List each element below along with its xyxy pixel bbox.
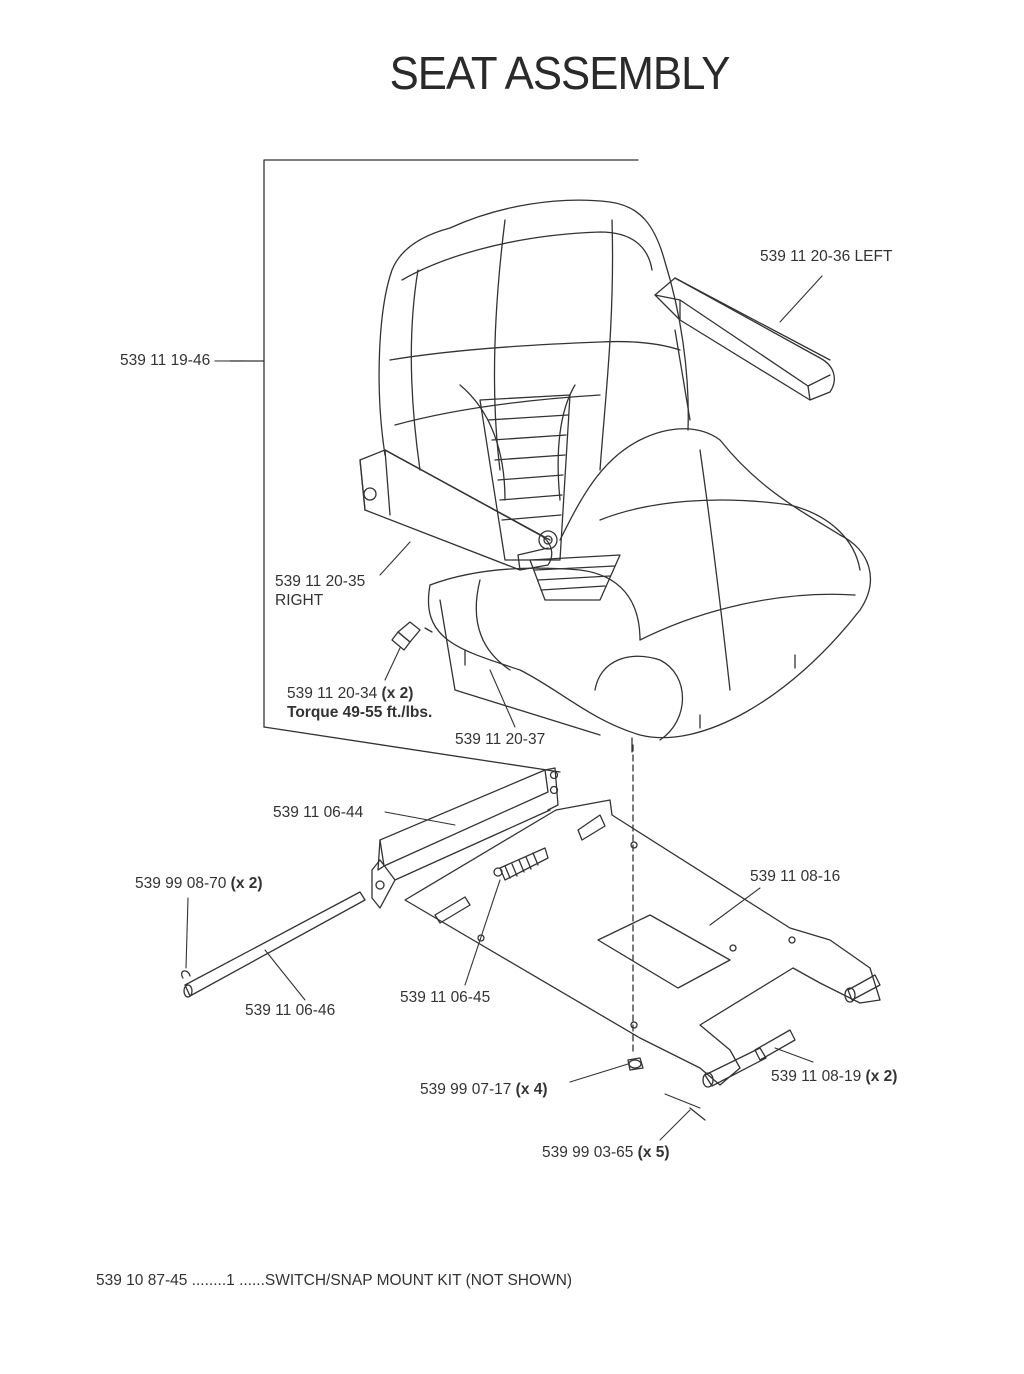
bracket xyxy=(371,767,559,909)
callout-lock-nut: 539 99 07-17 (x 4) xyxy=(420,1081,548,1098)
callout-plate: 539 11 08-16 xyxy=(750,868,841,885)
armrest-right xyxy=(359,449,558,571)
callout-bracket: 539 11 06-44 xyxy=(273,804,364,821)
callout-pin: 539 11 08-19 (x 2) xyxy=(771,1068,898,1085)
callout-clip: 539 99 08-70 (x 2) xyxy=(135,875,263,892)
footer-part-line: 539 10 87-45 ........1 ......SWITCH/SNAP… xyxy=(96,1272,573,1289)
page-title: SEAT ASSEMBLY xyxy=(389,47,731,99)
group-bracket xyxy=(229,159,639,773)
callout-armrest-right: 539 11 20-35 RIGHT xyxy=(275,573,366,609)
cotter-pin xyxy=(689,1107,706,1121)
callout-nut: 539 11 20-34 (x 2) Torque 49-55 ft./lbs. xyxy=(287,685,433,721)
callout-seat-bottom: 539 11 20-37 xyxy=(455,731,546,748)
seat-back xyxy=(378,199,689,561)
armrest-left xyxy=(654,277,835,421)
rod xyxy=(181,891,366,998)
callout-seat-assembly: 539 11 19-46 —— xyxy=(120,352,246,369)
callout-rod: 539 11 06-46 xyxy=(245,1002,336,1019)
callout-cotter: 539 99 03-65 (x 5) xyxy=(542,1144,670,1161)
callout-spring: 539 11 06-45 xyxy=(400,989,491,1006)
lock-nut xyxy=(627,1057,644,1071)
seat-cushion xyxy=(427,428,872,753)
pins xyxy=(702,974,881,1088)
spring xyxy=(434,814,606,924)
callout-armrest-left: 539 11 20-36 LEFT xyxy=(760,248,893,265)
nut xyxy=(391,621,433,651)
plate xyxy=(404,799,881,1086)
leader-lines xyxy=(185,275,823,1141)
